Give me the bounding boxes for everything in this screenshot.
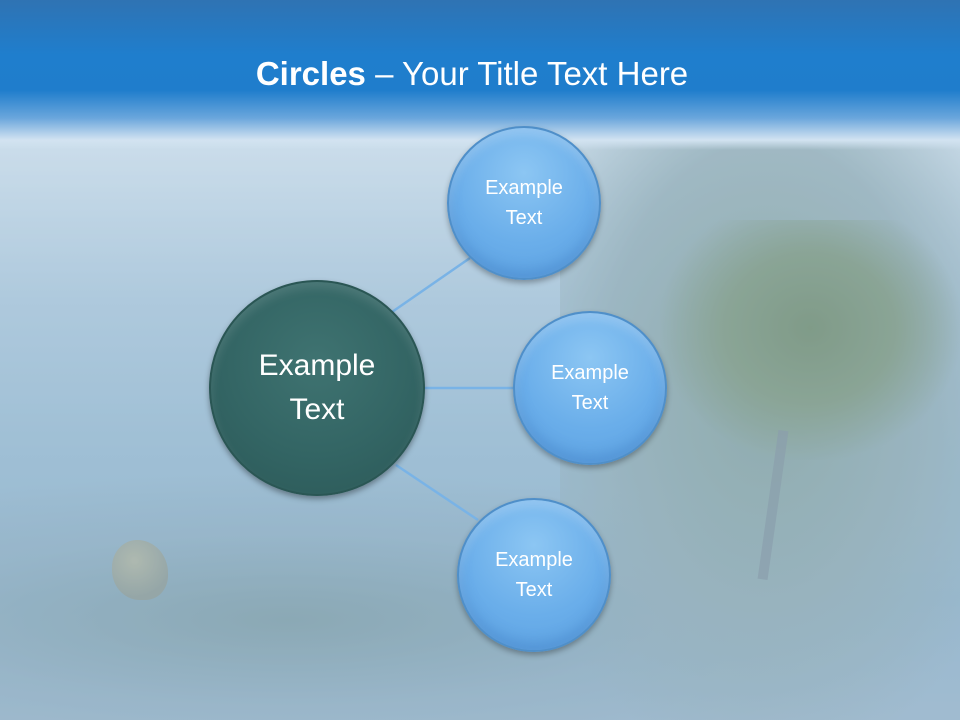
connector-top	[391, 256, 471, 314]
title-bold-word: Circles	[255, 55, 366, 92]
center-circle-line1: Example	[258, 349, 376, 382]
title-band	[0, 0, 960, 150]
satellite-bottom-line2: Text	[515, 579, 553, 601]
satellite-top-line1: Example	[485, 177, 563, 199]
satellite-middle-line2: Text	[571, 392, 609, 414]
slide-title: Circles – Your Title Text Here	[0, 52, 944, 96]
satellite-circle-middle[interactable]: Example Text	[513, 311, 667, 465]
connector-bottom	[395, 463, 479, 522]
satellite-circle-top[interactable]: Example Text	[447, 126, 601, 280]
satellite-top-line2: Text	[505, 207, 543, 229]
center-circle-line2: Text	[289, 393, 345, 426]
background-rock	[112, 540, 168, 600]
title-rest: – Your Title Text Here	[365, 55, 689, 92]
center-circle[interactable]: Example Text	[209, 280, 425, 496]
satellite-bottom-line1: Example	[495, 549, 573, 571]
satellite-circle-bottom[interactable]: Example Text	[457, 498, 611, 652]
background-tree	[660, 220, 960, 460]
satellite-middle-line1: Example	[551, 362, 629, 384]
